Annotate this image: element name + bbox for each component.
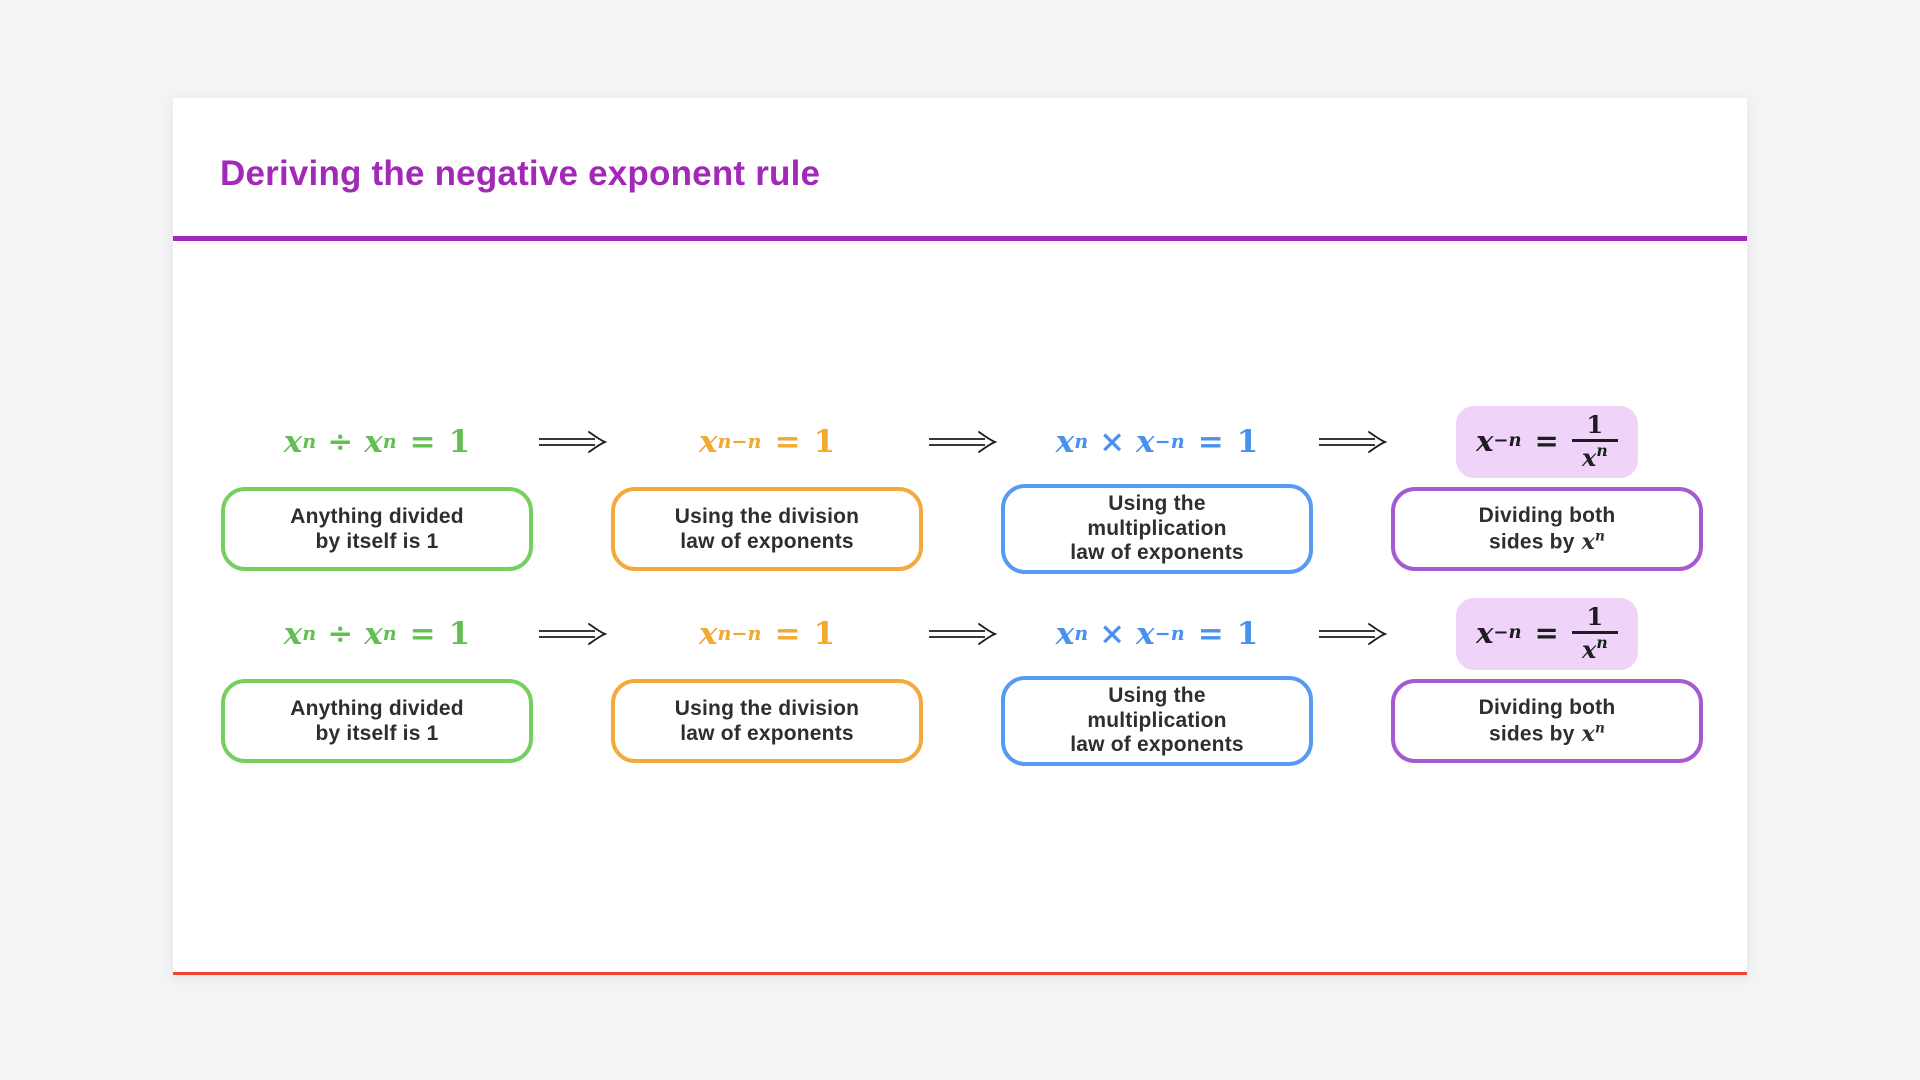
fraction-denominator: xn — [1582, 441, 1608, 473]
result-cell: x−n = 1 xn — [1391, 406, 1703, 479]
implies-arrow-icon — [1313, 429, 1391, 455]
label-math-x-power-n: xn — [1581, 720, 1606, 747]
math-exponent: −n — [1493, 429, 1522, 451]
implies-arrow-icon — [923, 429, 1001, 455]
implies-arrow-icon — [923, 621, 1001, 647]
equals-sign: = — [774, 424, 801, 461]
math-base: x — [283, 616, 303, 653]
math-exponent: −n — [1154, 429, 1185, 453]
equals-sign: = — [1197, 616, 1224, 653]
times-operator: × — [1099, 424, 1126, 461]
math-base: x — [283, 424, 303, 461]
label-math-x-power-n: xn — [1581, 528, 1606, 555]
math-result: 1 — [813, 616, 836, 653]
math-exponent: −n — [1154, 621, 1185, 645]
math-base: x — [1055, 424, 1075, 461]
title-divider-rule — [173, 236, 1747, 241]
fraction: 1 xn — [1571, 602, 1618, 665]
negative-exponent-result-highlight: x−n = 1 xn — [1456, 406, 1638, 479]
math-exponent: n — [382, 621, 397, 645]
negative-exponent-result-highlight: x−n = 1 xn — [1456, 598, 1638, 671]
math-exponent: n — [302, 621, 317, 645]
label-row: Anything divided by itself is 1 Using th… — [221, 676, 1703, 766]
label-box-anything-divided: Anything divided by itself is 1 — [221, 679, 533, 763]
equals-sign: = — [1197, 424, 1224, 461]
math-exponent: n — [1074, 621, 1089, 645]
math-result: 1 — [1236, 616, 1259, 653]
result-cell: x−n = 1 xn — [1391, 598, 1703, 671]
math-base: x — [1476, 424, 1494, 459]
equals-sign: = — [774, 616, 801, 653]
math-result: 1 — [1236, 424, 1259, 461]
label-row: Anything divided by itself is 1 Using th… — [221, 484, 1703, 574]
math-base: x — [698, 424, 718, 461]
fraction-numerator: 1 — [1586, 602, 1604, 631]
label-box-division-law: Using the division law of exponents — [611, 679, 923, 763]
implies-arrow-icon — [533, 621, 611, 647]
times-operator: × — [1099, 616, 1126, 653]
fraction: 1 xn — [1571, 410, 1618, 473]
math-exponent: n — [302, 429, 317, 453]
equals-sign: = — [409, 424, 436, 461]
equals-sign: = — [1534, 424, 1559, 459]
math-base: x — [1055, 616, 1075, 653]
math-exponent: −n — [1493, 621, 1522, 643]
math-base: x — [364, 616, 383, 653]
math-base: x — [1476, 616, 1494, 651]
page-title: Deriving the negative exponent rule — [220, 154, 821, 193]
math-result: 1 — [813, 424, 836, 461]
fraction-denominator: xn — [1582, 633, 1608, 665]
label-box-multiplication-law: Using the multiplication law of exponent… — [1001, 484, 1313, 574]
implies-arrow-icon — [533, 429, 611, 455]
fraction-bar — [1571, 439, 1618, 443]
math-base: x — [364, 424, 383, 461]
math-base: x — [1136, 616, 1155, 653]
label-box-division-law: Using the division law of exponents — [611, 487, 923, 571]
equals-sign: = — [1534, 616, 1559, 651]
math-exponent: n−n — [717, 621, 762, 645]
math-result: 1 — [448, 424, 471, 461]
math-exponent: n — [1074, 429, 1089, 453]
math-exponent: n — [382, 429, 397, 453]
divide-operator: ÷ — [327, 616, 354, 653]
fraction-numerator: 1 — [1586, 410, 1604, 439]
fraction-bar — [1571, 631, 1618, 635]
label-box-anything-divided: Anything divided by itself is 1 — [221, 487, 533, 571]
math-result: 1 — [448, 616, 471, 653]
math-base: x — [698, 616, 718, 653]
divide-operator: ÷ — [327, 424, 354, 461]
math-exponent: n−n — [717, 429, 762, 453]
math-base: x — [1136, 424, 1155, 461]
equals-sign: = — [409, 616, 436, 653]
label-box-multiplication-law: Using the multiplication law of exponent… — [1001, 676, 1313, 766]
implies-arrow-icon — [1313, 621, 1391, 647]
